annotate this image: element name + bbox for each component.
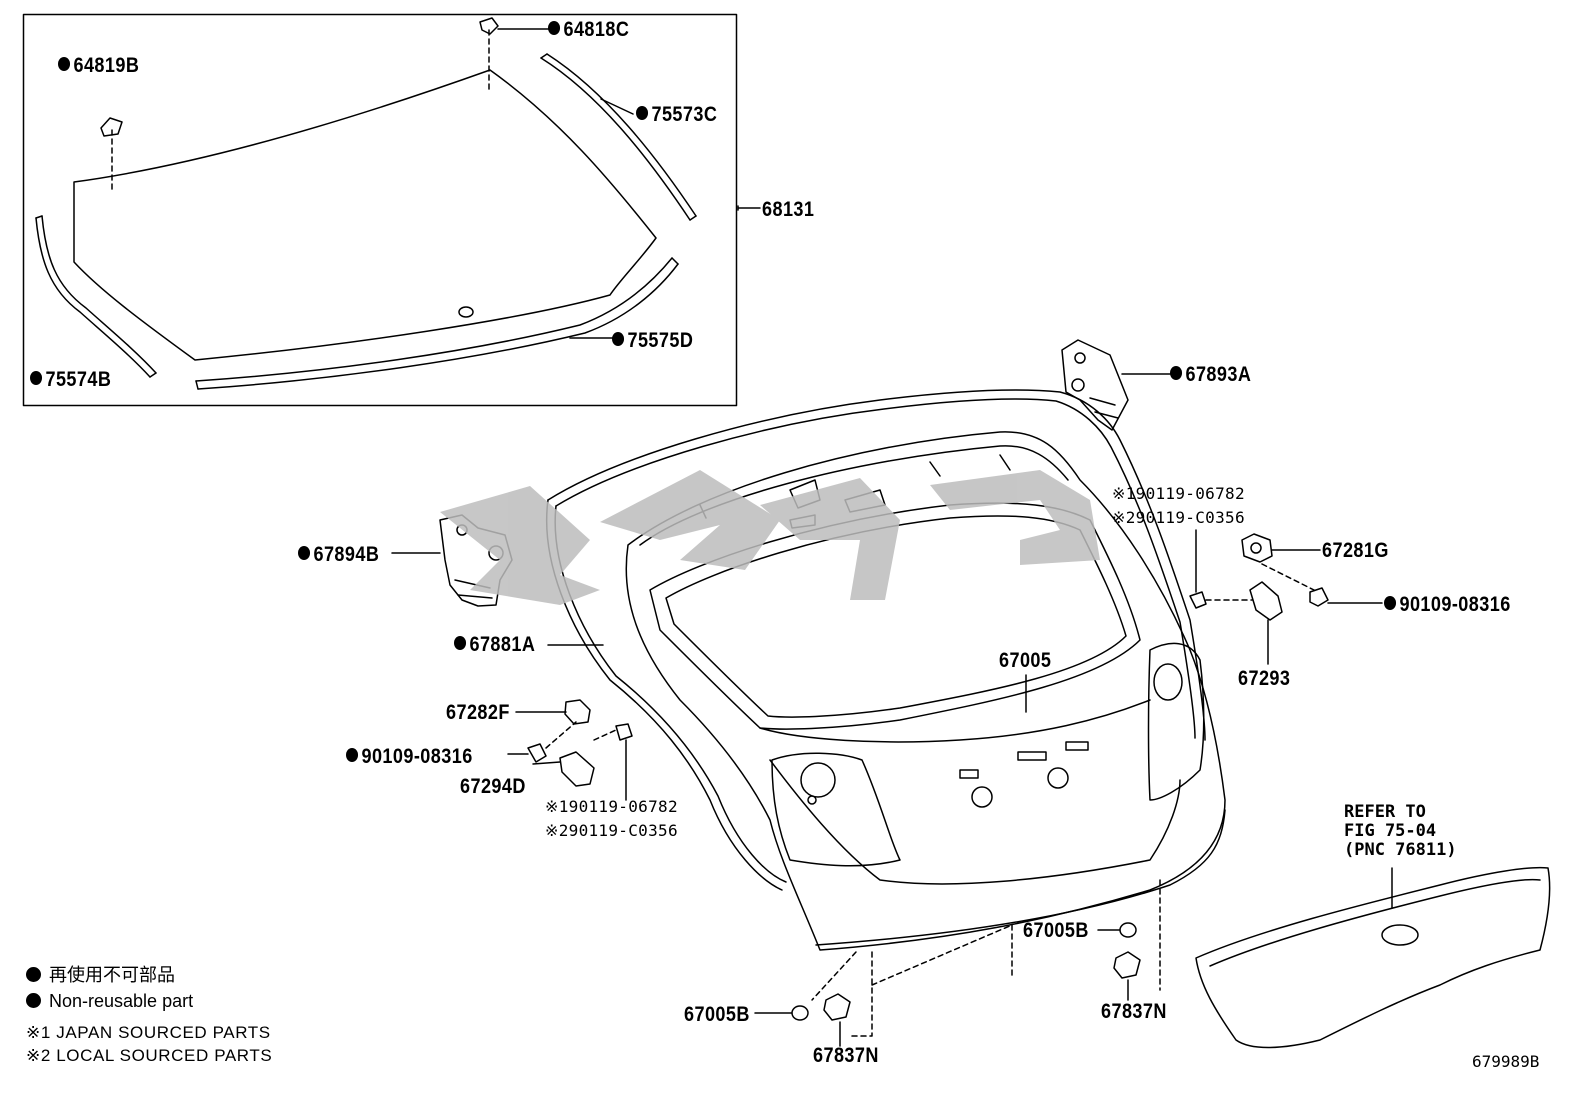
label-64818c: 64818C xyxy=(548,19,629,40)
legend-en: Non-reusable part xyxy=(26,992,193,1010)
label-67894b: 67894B xyxy=(298,544,379,565)
bolt-ref-left-2: ※290119-C0356 xyxy=(545,821,678,840)
legend-jp-text: 再使用不可部品 xyxy=(49,965,175,985)
striker-67293 xyxy=(1249,581,1283,621)
bolt-ref-left-1: ※190119-06782 xyxy=(545,797,678,816)
legend-en-text: Non-reusable part xyxy=(49,991,194,1011)
bolt-top xyxy=(1189,591,1207,609)
label-67005b-mid: 67005B xyxy=(1023,919,1089,942)
label-67837n-right: 67837N xyxy=(1101,1000,1167,1023)
refer-line-1: REFER TO xyxy=(1344,802,1426,822)
label-75575d: 75575D xyxy=(612,330,693,351)
non-reusable-dot-icon xyxy=(26,993,41,1008)
glass-mark xyxy=(458,306,474,318)
legend-note-1: ※1 JAPAN SOURCED PARTS xyxy=(26,1023,271,1042)
label-67837n-bottom: 67837N xyxy=(813,1044,879,1067)
clip-64819b xyxy=(100,117,123,137)
stopper-67005b-bottom xyxy=(791,1005,809,1021)
lock-67294d xyxy=(559,751,595,787)
label-75574b: 75574B xyxy=(30,369,111,390)
watermark-graphic xyxy=(440,470,1100,605)
clip-67837n-bottom xyxy=(823,993,851,1021)
label-64819b: 64819B xyxy=(58,55,139,76)
label-90109-08316-left: 90109-08316 xyxy=(346,746,473,767)
refer-note: REFER TO FIG 75-04 (PNC 76811) xyxy=(1344,803,1457,860)
bolt-left-1 xyxy=(527,743,547,763)
bolt-ref-top-2: ※290119-C0356 xyxy=(1112,508,1245,527)
back-window-glass xyxy=(73,69,657,361)
clip-64818c xyxy=(479,17,499,35)
label-67294d: 67294D xyxy=(460,775,526,798)
bolt-ref-top-1: ※190119-06782 xyxy=(1112,484,1245,503)
hinge-67893a xyxy=(1061,339,1129,431)
back-door-panel xyxy=(625,431,1226,951)
cushion-67282f xyxy=(564,699,591,725)
label-68131: 68131 xyxy=(762,198,815,221)
label-75573c: 75573C xyxy=(636,104,717,125)
label-67005b-bottom: 67005B xyxy=(684,1003,750,1026)
label-67893a: 67893A xyxy=(1170,364,1251,385)
label-67293: 67293 xyxy=(1238,667,1291,690)
legend-jp: 再使用不可部品 xyxy=(26,966,175,984)
label-67005: 67005 xyxy=(999,649,1052,672)
label-90109-08316-right: 90109-08316 xyxy=(1384,594,1511,615)
stopper-67005b-mid xyxy=(1119,922,1137,938)
label-67282f: 67282F xyxy=(446,701,510,724)
garnish-76811 xyxy=(1195,866,1551,1049)
refer-line-3: (PNC 76811) xyxy=(1344,840,1457,860)
refer-line-2: FIG 75-04 xyxy=(1344,821,1437,841)
bolt-right xyxy=(1309,587,1329,607)
non-reusable-dot-icon xyxy=(26,967,41,982)
figure-number: 679989B xyxy=(1472,1052,1540,1071)
glass-inset-frame xyxy=(22,13,738,407)
bolt-left-2 xyxy=(615,723,633,741)
clip-67837n-right xyxy=(1113,951,1141,979)
label-67281g: 67281G xyxy=(1322,539,1389,562)
label-67881a: 67881A xyxy=(454,634,535,655)
stopper-67281g xyxy=(1241,533,1273,563)
legend-note-2: ※2 LOCAL SOURCED PARTS xyxy=(26,1046,273,1065)
